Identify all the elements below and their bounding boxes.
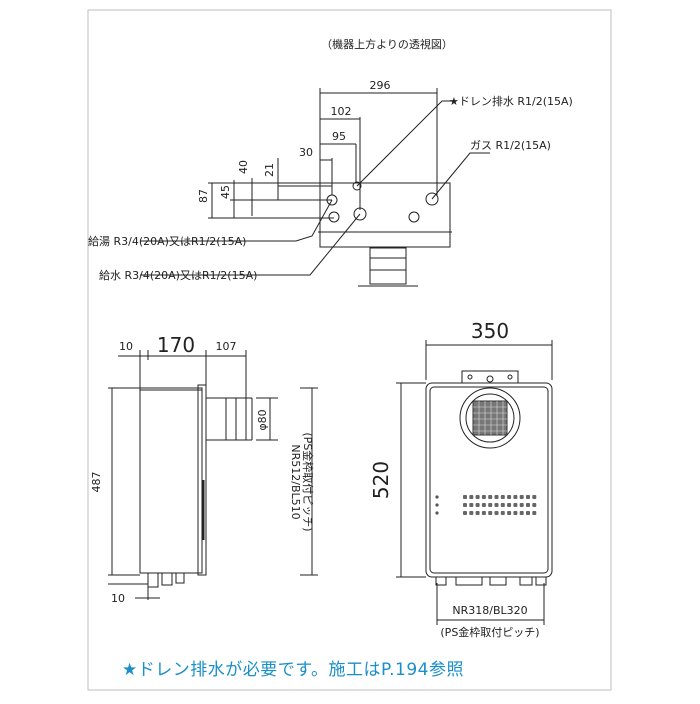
vent-hole xyxy=(494,503,499,507)
vent-hole xyxy=(469,503,474,507)
vent-hole xyxy=(513,495,518,499)
vent-hole xyxy=(532,503,537,507)
vent-hole xyxy=(526,495,530,499)
gas-pipe-2 xyxy=(408,211,420,223)
vent-hole xyxy=(469,511,474,515)
label-drain: ★ドレン排水 R1/2(15A) xyxy=(449,94,573,108)
dim-520: 520 xyxy=(369,461,393,499)
front-exhaust-grille xyxy=(472,400,508,436)
top-unit-body xyxy=(319,182,451,248)
dim-87: 87 xyxy=(197,189,210,203)
vent-hole xyxy=(519,503,524,507)
vent-hole xyxy=(513,503,518,507)
dim-107: 107 xyxy=(216,340,237,353)
vent-hole xyxy=(475,511,480,515)
vent-hole xyxy=(519,495,524,499)
vent-hole xyxy=(463,511,467,515)
side-pitch-label: NR512/BL510 xyxy=(289,444,302,519)
vent-hole xyxy=(500,511,505,515)
vent-hole xyxy=(481,495,486,499)
side-back-plate xyxy=(197,384,207,576)
dim-95: 95 xyxy=(332,130,346,143)
vent-hole xyxy=(494,495,499,499)
front-vents xyxy=(435,495,439,515)
front-view-text: 350 520 NR318/BL320 (PS金枠取付ピッチ) xyxy=(369,319,540,639)
drain-footnote: ★ドレン排水が必要です。施工はP.194参照 xyxy=(122,660,464,680)
front-body xyxy=(425,382,553,578)
front-top-bracket xyxy=(461,370,519,384)
cold-water-pipe xyxy=(328,211,340,223)
vent-hole xyxy=(463,503,467,507)
dim-487: 487 xyxy=(90,472,103,493)
side-housing xyxy=(139,387,203,574)
vent-hole xyxy=(532,511,537,515)
side-view xyxy=(108,350,318,600)
vent-hole xyxy=(481,503,486,507)
dim-45: 45 xyxy=(219,185,232,199)
dim-10-top: 10 xyxy=(119,340,133,353)
vent-hole xyxy=(463,495,467,499)
front-vent-grid xyxy=(463,495,537,515)
front-pitch-label: NR318/BL320 xyxy=(452,604,527,617)
vent-hole xyxy=(475,503,480,507)
drain-pipe xyxy=(352,181,362,191)
vent-hole xyxy=(500,495,505,499)
top-view-caption: （機器上方よりの透視図） xyxy=(321,37,453,51)
vent-hole xyxy=(488,511,493,515)
side-fitting-1 xyxy=(147,572,159,588)
label-cold-water: 給水 R3/4(20A)又はR1/2(15A) xyxy=(99,268,257,282)
dim-10-bottom: 10 xyxy=(111,592,125,605)
vent-hole xyxy=(488,495,493,499)
vent-hole xyxy=(488,503,493,507)
dim-phi80: φ80 xyxy=(256,409,269,430)
vent-hole xyxy=(507,495,512,499)
dim-170: 170 xyxy=(157,333,195,357)
gas-pipe xyxy=(425,192,439,206)
vent-hole xyxy=(507,503,512,507)
label-hot-water: 給湯 R3/4(20A)又はR1/2(15A) xyxy=(88,234,246,248)
cold-water-leader xyxy=(140,213,361,276)
vent-hole xyxy=(500,503,505,507)
drain-leader xyxy=(356,100,455,187)
vent-hole xyxy=(475,495,480,499)
dim-40: 40 xyxy=(237,160,250,174)
vent-hole xyxy=(507,511,512,515)
top-view-text: 296 102 95 30 21 40 45 87 ★ドレン排水 R1/2(15… xyxy=(88,79,573,282)
top-exhaust-stub xyxy=(369,247,407,285)
dim-21: 21 xyxy=(263,163,276,177)
side-view-text: 10 170 107 487 10 φ80 NR512/BL510 (PS金枠取… xyxy=(90,333,315,605)
dim-350: 350 xyxy=(471,319,509,343)
vent-hole xyxy=(526,511,530,515)
dim-102: 102 xyxy=(331,105,352,118)
vent-hole xyxy=(494,511,499,515)
label-gas: ガス R1/2(15A) xyxy=(470,139,551,152)
front-pitch-note: (PS金枠取付ピッチ) xyxy=(440,625,539,639)
gas-leader xyxy=(431,152,490,200)
vent-hole xyxy=(519,511,524,515)
vent-hole xyxy=(526,503,530,507)
vent-hole xyxy=(469,495,474,499)
top-view: （機器上方よりの透視図） xyxy=(140,37,490,287)
frame-border xyxy=(87,9,612,691)
side-pitch-note: (PS金枠取付ピッチ) xyxy=(301,432,315,531)
vent-hole xyxy=(513,511,518,515)
front-exhaust-ring xyxy=(459,387,521,449)
dim-296: 296 xyxy=(370,79,391,92)
dim-30: 30 xyxy=(299,146,313,159)
vent-hole xyxy=(532,495,537,499)
vent-hole xyxy=(481,511,486,515)
hot-water-leader xyxy=(140,199,333,242)
front-view xyxy=(396,340,553,625)
